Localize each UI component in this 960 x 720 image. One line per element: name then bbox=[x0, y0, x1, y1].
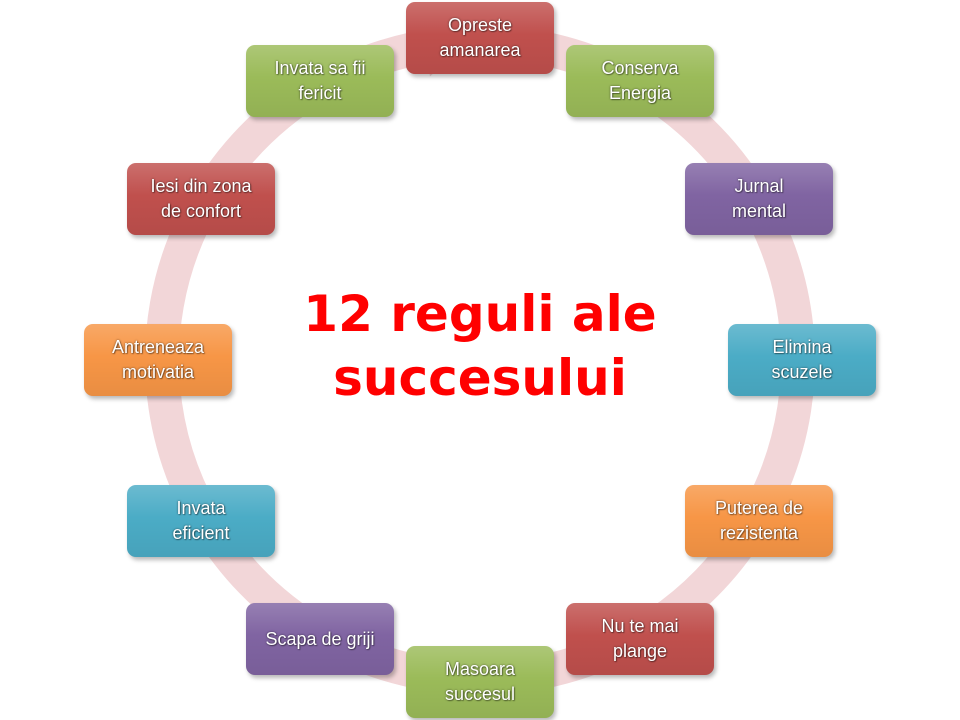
diagram-title: 12 reguli ale succesului bbox=[303, 285, 657, 407]
step-elimina-scuzele: Elimina scuzele bbox=[728, 324, 876, 396]
step-masoara-succesul: Masoara succesul bbox=[406, 646, 554, 718]
step-nu-te-mai-plange: Nu te mai plange bbox=[566, 603, 714, 675]
step-invata-sa-fii-fericit: Invata sa fii fericit bbox=[246, 45, 394, 117]
step-invata-eficient: Invata eficient bbox=[127, 485, 275, 557]
step-label: Iesi din zona de confort bbox=[150, 176, 252, 221]
step-jurnal-mental: Jurnal mental bbox=[685, 163, 833, 235]
step-label: Nu te mai plange bbox=[601, 616, 679, 661]
step-antreneaza-motivatia: Antreneaza motivatia bbox=[84, 324, 232, 396]
step-label: Invata eficient bbox=[172, 498, 230, 543]
step-label: Antreneaza motivatia bbox=[111, 337, 205, 382]
step-label: Scapa de griji bbox=[265, 628, 375, 649]
step-opreste-amanarea: Opreste amanarea bbox=[406, 2, 554, 74]
step-label: Elimina scuzele bbox=[771, 337, 833, 382]
step-label: Puterea de rezistenta bbox=[714, 498, 804, 543]
step-iesi-din-zona-de-confort: Iesi din zona de confort bbox=[127, 163, 275, 235]
step-label: Opreste amanarea bbox=[439, 15, 521, 60]
step-scapa-de-griji: Scapa de griji bbox=[246, 603, 394, 675]
step-label: Masoara succesul bbox=[444, 659, 516, 704]
step-conserva-energia: Conserva Energia bbox=[566, 45, 714, 117]
step-puterea-de-rezistenta: Puterea de rezistenta bbox=[685, 485, 833, 557]
step-label: Invata sa fii fericit bbox=[274, 58, 366, 103]
step-label: Jurnal mental bbox=[731, 176, 787, 221]
step-label: Conserva Energia bbox=[601, 58, 679, 103]
